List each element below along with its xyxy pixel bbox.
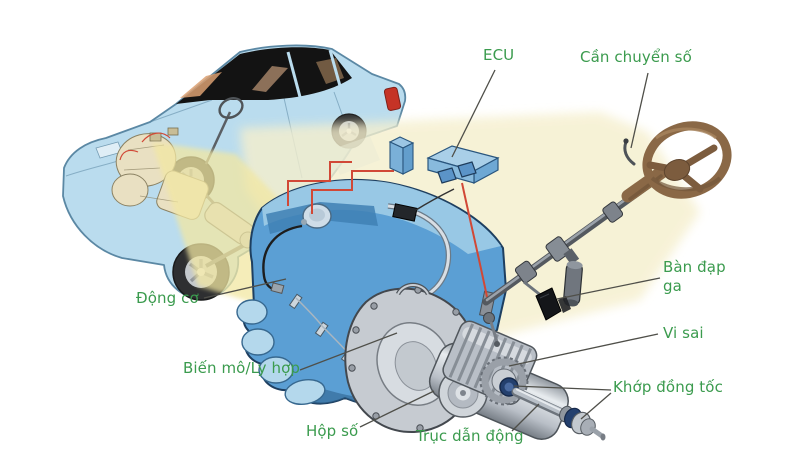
transmission xyxy=(344,282,606,441)
bell-housing-hub xyxy=(394,341,438,391)
column-collar xyxy=(545,236,571,262)
leader-differential xyxy=(508,333,659,367)
taillight xyxy=(383,86,402,111)
stub-axle xyxy=(589,426,605,439)
label-cv-joint: Khớp đồng tốc xyxy=(613,378,723,396)
column-shroud xyxy=(621,165,669,203)
label-drive-shaft: Trục dẫn động xyxy=(416,427,524,445)
cutaway-steering-wheel xyxy=(218,97,244,119)
label-gear-shift-lever: Cần chuyển số xyxy=(580,48,692,66)
label-gas-pedal: Bàn đạp ga xyxy=(663,258,726,295)
steering-wheel xyxy=(642,121,732,199)
label-differential: Vi sai xyxy=(663,324,704,342)
relay-box xyxy=(388,136,415,175)
label-ecu: ECU xyxy=(483,46,515,64)
leader-gear-shift-lever xyxy=(630,72,649,149)
wiring-harness xyxy=(287,161,488,298)
leader-gas-pedal xyxy=(556,277,661,300)
leader-cv-joint-2 xyxy=(580,392,612,420)
ignition-cable xyxy=(262,224,303,292)
lift-handle-highlight xyxy=(397,284,429,295)
column-collar xyxy=(602,201,624,223)
leader-lines xyxy=(203,69,661,432)
leader-ecu xyxy=(451,69,496,158)
shift-lever-knob xyxy=(623,138,629,144)
window-pillars xyxy=(286,49,342,98)
gear-shift-lever xyxy=(623,140,636,166)
leader-gearbox xyxy=(359,390,435,428)
wheel-hub xyxy=(663,159,691,181)
steering-column xyxy=(482,138,669,307)
label-torque-converter: Biến mô/Ly hợp xyxy=(183,359,301,377)
column-bracket xyxy=(563,248,580,265)
label-engine: Động cơ xyxy=(136,289,199,307)
ring-gear-teeth xyxy=(479,356,529,406)
leader-torque-converter xyxy=(299,332,398,371)
cv-joint-outer xyxy=(559,405,606,441)
column-collar xyxy=(514,260,538,284)
leader-drive-shaft xyxy=(511,403,540,432)
cable-connector xyxy=(270,282,285,295)
cv-joint-inner xyxy=(499,377,519,397)
sensor-bracket xyxy=(392,203,418,222)
leader-engine xyxy=(203,278,287,299)
ecu-connector xyxy=(437,167,457,184)
exhaust-manifold xyxy=(236,299,326,406)
gas-pedal xyxy=(523,280,571,321)
label-gearbox: Hộp số xyxy=(306,422,359,440)
ecu-connector xyxy=(457,161,477,178)
leader-cv-joint-1 xyxy=(513,385,612,391)
sensor-wire xyxy=(415,188,455,211)
ecu-box xyxy=(426,145,500,185)
